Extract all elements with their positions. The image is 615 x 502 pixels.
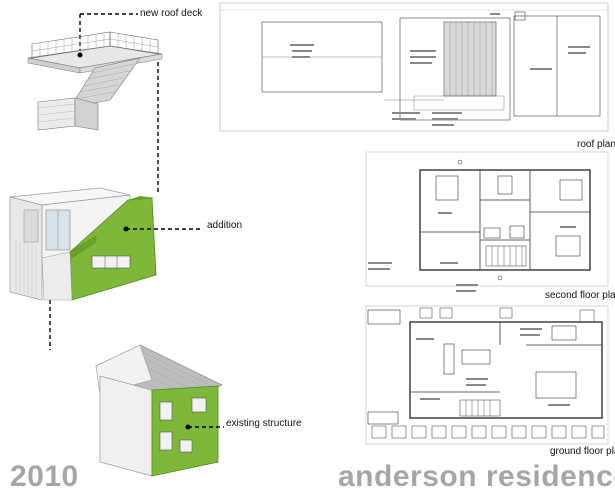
year-title: 2010 bbox=[10, 460, 79, 493]
project-title: anderson residence bbox=[338, 460, 615, 493]
second-floor-plan-drawing bbox=[365, 151, 609, 287]
label-second-floor-plan: second floor plan bbox=[545, 290, 615, 301]
roof-plan-drawing bbox=[219, 2, 609, 132]
roof-plan-notes bbox=[290, 13, 590, 126]
label-existing-structure: existing structure bbox=[226, 418, 302, 429]
existing-structure-model bbox=[95, 344, 223, 477]
ground-floor-notes bbox=[416, 328, 570, 406]
label-addition: addition bbox=[207, 220, 243, 231]
addition-model bbox=[9, 187, 157, 301]
ground-floor-plan-drawing bbox=[365, 305, 609, 445]
second-floor-notes bbox=[368, 212, 576, 292]
label-roof-deck: new roof deck bbox=[140, 8, 203, 19]
roof-deck-model bbox=[27, 31, 163, 131]
label-ground-floor-plan: ground floor plan bbox=[550, 446, 615, 457]
label-roof-plan: roof plan bbox=[577, 139, 615, 150]
roof-deck-marker bbox=[77, 52, 83, 58]
